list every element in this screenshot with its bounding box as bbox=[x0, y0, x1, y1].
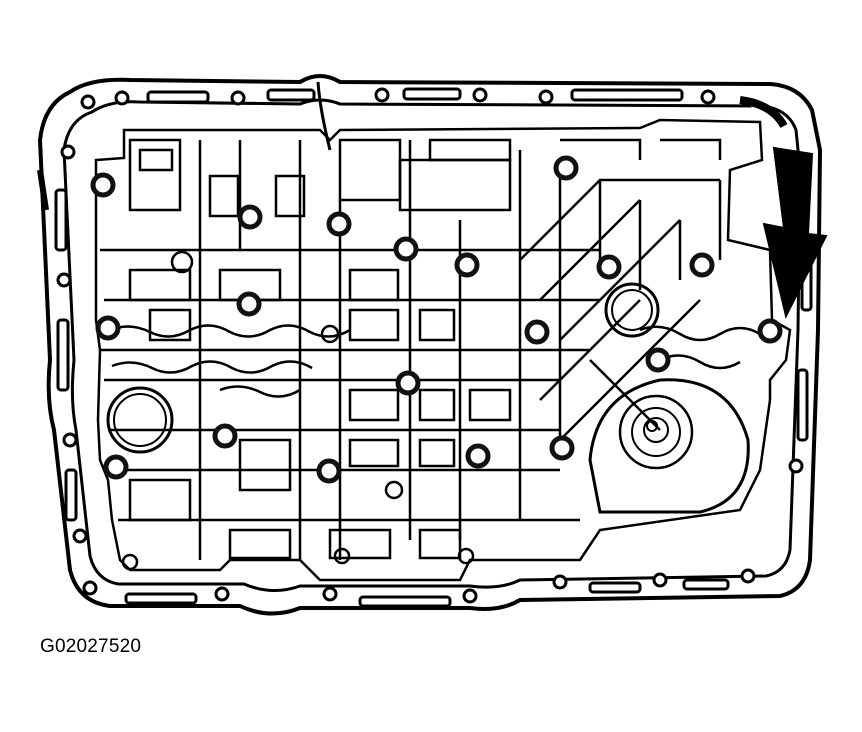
bolt bbox=[757, 318, 783, 344]
bolt bbox=[95, 315, 121, 341]
valve-body-bolts bbox=[90, 155, 783, 484]
bolt bbox=[90, 172, 116, 198]
bolt bbox=[316, 458, 342, 484]
arrow-down-icon bbox=[762, 146, 828, 319]
bolt bbox=[237, 204, 263, 230]
bolt bbox=[103, 454, 129, 480]
figure-code: G02027520 bbox=[40, 636, 142, 657]
bolt bbox=[645, 347, 671, 373]
bolt bbox=[393, 236, 419, 262]
bolt bbox=[553, 155, 579, 181]
bolt bbox=[212, 423, 238, 449]
gasket-bolt-holes bbox=[37, 87, 813, 608]
bolt bbox=[524, 319, 550, 345]
valve-body-casting bbox=[94, 81, 792, 582]
bolt bbox=[549, 435, 575, 461]
transmission-pan-gasket bbox=[38, 74, 822, 616]
filter-housing bbox=[588, 378, 750, 514]
accumulator-bores bbox=[106, 282, 660, 454]
bolt bbox=[326, 211, 352, 237]
bolt bbox=[689, 252, 715, 278]
bolt bbox=[395, 370, 421, 396]
bolt bbox=[596, 254, 622, 280]
bolt bbox=[454, 252, 480, 278]
bolt bbox=[465, 443, 491, 469]
bolt bbox=[236, 291, 262, 317]
